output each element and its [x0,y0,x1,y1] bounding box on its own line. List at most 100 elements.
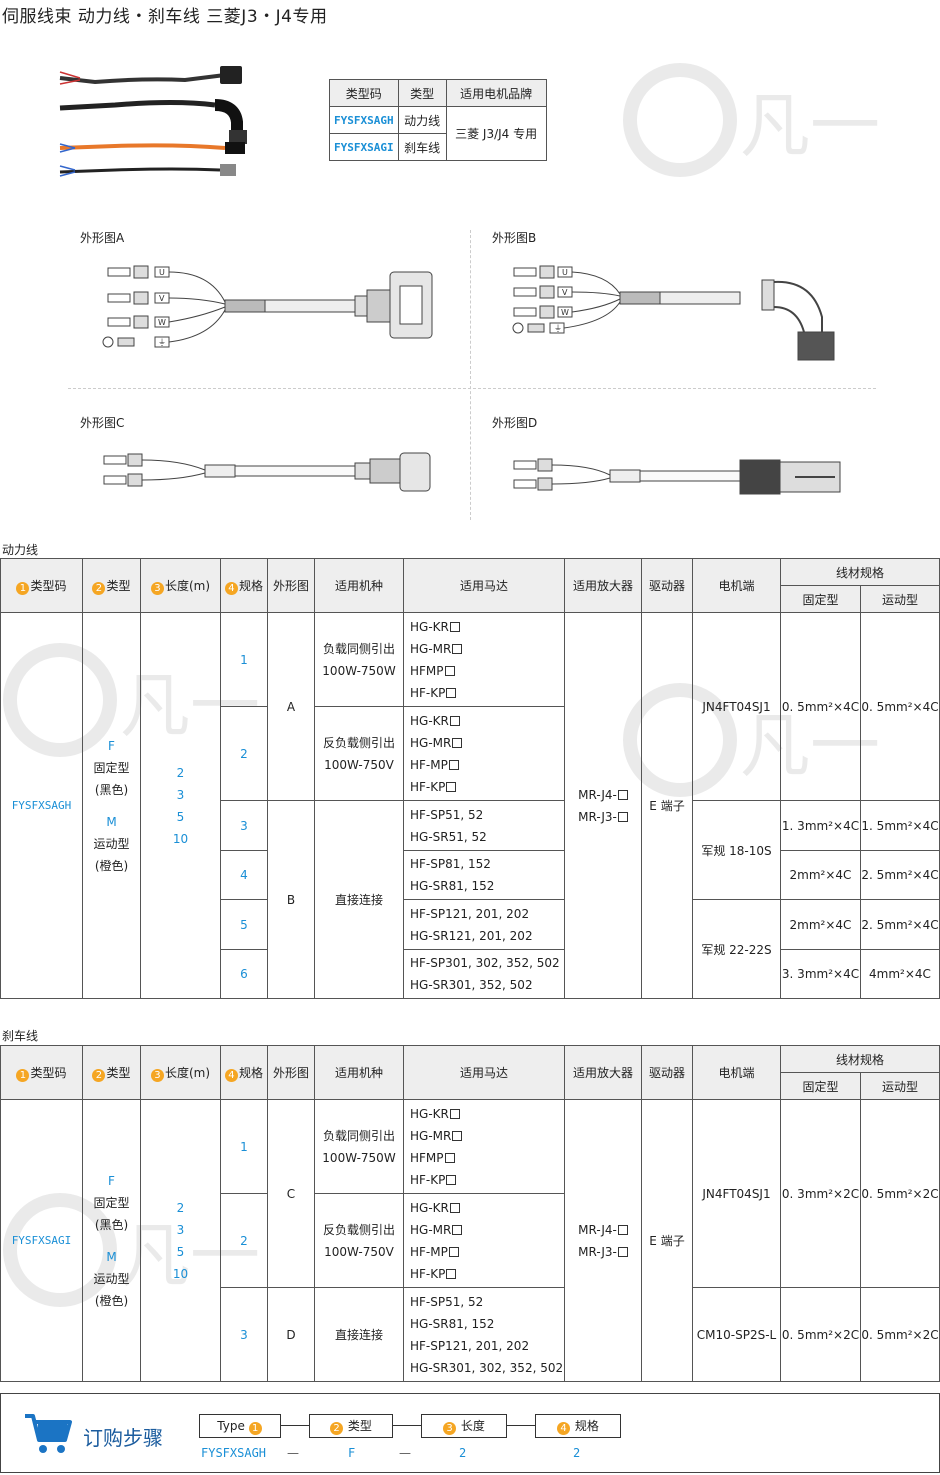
wire-mark: ⏚ [554,324,562,333]
wire-moving-cell: 0. 5mm²×2C [860,1099,940,1288]
spec-cell: 4 [220,850,268,900]
wire-moving-cell: 4mm²×4C [860,949,940,999]
header-moving: 运动型 [860,585,940,613]
amp-cell: MR-J4- MR-J3- [564,612,642,999]
header-driver: 驱动器 [641,1045,693,1100]
type-code-cell: FYSFXSAGH [329,106,399,134]
wire-moving-cell: 0. 5mm²×4C [860,612,940,801]
wire-mark: W [561,308,569,317]
step-badge: 1 [16,581,30,595]
header-motor: 适用马达 [403,1045,565,1100]
brand-cell: 三菱 J3/J4 专用 [445,106,547,161]
step-badge: 2 [92,581,106,595]
shape-cell: D [267,1287,315,1382]
shape-cell: B [267,800,315,999]
step-badge: 3 [150,581,164,595]
wire-mark: W [158,318,166,327]
header-amp: 适用放大器 [564,558,642,613]
order-step-spec: 4 规格 [535,1414,621,1438]
header-shape: 外形图 [267,1045,315,1100]
figure-b-label: 外形图B [492,231,537,245]
motor-cell: HG-KR HG-MR HF-MP HF-KP [403,1193,565,1288]
spec-cell: 1 [220,612,268,707]
machine-cell: 直接连接 [314,800,404,999]
order-step-kind: 2 类型 [309,1414,393,1438]
step-badge: 2 [92,1068,106,1082]
driver-cell: E 端子 [641,1099,693,1382]
header-spec: 规格 [238,578,263,593]
spec-cell: 3 [220,1287,268,1382]
motor-end-cell: CM10-SP2S-L [692,1287,781,1382]
cable-product-photo [59,66,247,177]
watermark-logo: 凡一 [623,63,880,177]
shape-cell: C [267,1099,315,1288]
step-badge: 4 [224,1068,238,1082]
order-step-length: 3 长度 [421,1414,507,1438]
example-spec: 2 [573,1446,581,1460]
shape-cell: A [267,612,315,801]
power-section-label: 动力线 [2,543,39,557]
machine-cell: 直接连接 [314,1287,404,1382]
wire-moving-cell: 0. 5mm²×2C [860,1287,940,1382]
product-type-table: 类型码 类型 适用电机品牌 FYSFXSAGH 动力线 三菱 J3/J4 专用 … [329,79,547,161]
motor-end-cell: JN4FT04SJ1 [692,612,781,801]
step-badge: 1 [16,1068,30,1082]
spec-cell: 5 [220,899,268,950]
header-moving: 运动型 [860,1072,940,1100]
wire-moving-cell: 1. 5mm²×4C [860,800,940,851]
step-connector [393,1425,421,1426]
step-badge: 4 [224,581,238,595]
wire-fixed-cell: 0. 3mm²×2C [780,1099,861,1288]
header-spec: 规格 [238,1065,263,1080]
motor-end-cell: 军规 18-10S [692,800,781,900]
header-type: 类型 [397,79,447,107]
header-amp: 适用放大器 [564,1045,642,1100]
header-motor-end: 电机端 [692,1045,781,1100]
figure-c-drawing [103,452,431,492]
spec-cell: 6 [220,949,268,999]
motor-cell: HG-KR HG-MR HF-MP HF-KP [403,706,565,801]
example-dash: — [399,1446,411,1460]
header-shape: 外形图 [267,558,315,613]
figure-divider [470,230,471,520]
example-length: 2 [459,1446,467,1460]
motor-end-cell: 军规 22-22S [692,899,781,999]
figure-c-label: 外形图C [80,416,125,430]
order-steps-panel: 订购步骤 Type 1 2 类型 3 长度 4 规格 FYSFXSAGH — F… [0,1393,940,1473]
order-title: 订购步骤 [83,1426,163,1450]
brake-section-label: 刹车线 [2,1029,39,1043]
motor-cell: HG-KR HG-MR HFMP HF-KP [403,612,565,707]
motor-cell: HG-KR HG-MR HFMP HF-KP [403,1099,565,1194]
wire-fixed-cell: 1. 3mm²×4C [780,800,861,851]
spec-cell: 2 [220,1193,268,1288]
type-code-cell: FYSFXSAGI [329,133,399,161]
figure-d-label: 外形图D [492,416,538,430]
spec-cell: 1 [220,1099,268,1194]
figure-divider [68,388,876,389]
figure-a-drawing: U V W ⏚ [102,265,433,348]
header-driver: 驱动器 [641,558,693,613]
step-connector [507,1425,535,1426]
wire-fixed-cell: 0. 5mm²×4C [780,612,861,801]
header-wire: 线材规格 [780,1045,940,1073]
wire-fixed-cell: 2mm²×4C [780,899,861,950]
spec-cell: 3 [220,800,268,851]
type-code-cell: FYSFXSAGH [0,612,83,999]
wire-mark: U [562,268,568,277]
header-type-code: 类型码 [30,578,67,593]
header-length: 长度(m) [164,1065,211,1080]
